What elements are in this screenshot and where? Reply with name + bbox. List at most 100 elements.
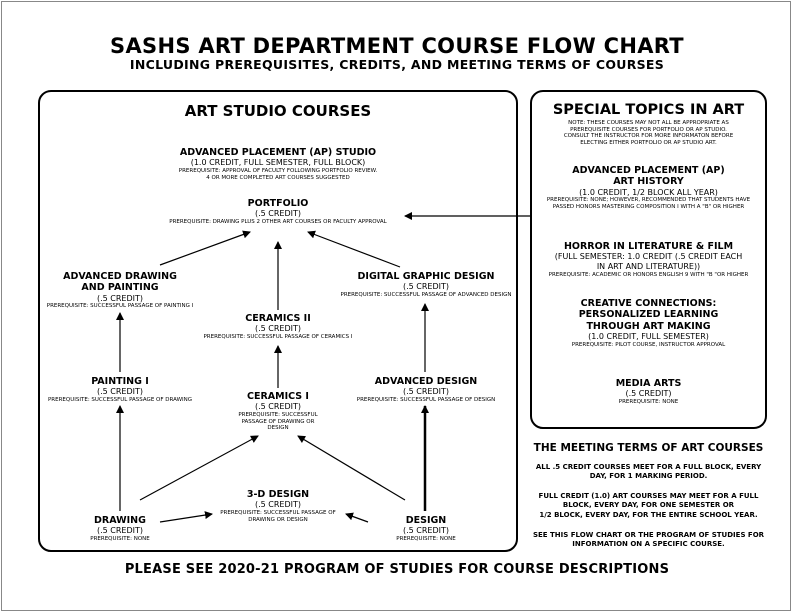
arrow-drawing-to-ceramics (139, 435, 259, 501)
course-ap-art-history: ADVANCED PLACEMENT (AP) ART HISTORY (1.0… (530, 165, 767, 211)
course-name: CREATIVE CONNECTIONS: (580, 298, 717, 309)
arrow-drawing-to-3d-design (159, 511, 213, 523)
note-line: CONSULT THE INSTRUCTOR FOR MORE INFORMAT… (563, 133, 734, 140)
course-name: ADVANCED DRAWING (63, 271, 177, 282)
course-credit: (.5 CREDIT) (254, 402, 302, 412)
term-line: BLOCK, EVERY DAY, FOR ONE SEMESTER OR (562, 501, 735, 510)
arrow-design-to-3d-design (345, 512, 369, 523)
course-prereq: PREREQUISITE: NONE (396, 535, 456, 542)
term-line: SEE THIS FLOW CHART OR THE PROGRAM OF ST… (532, 531, 765, 539)
course-credit: (.5 CREDIT) (96, 387, 144, 397)
course-prereq: PREREQUISITE: SUCCESSFUL PASSAGE OF ADVA… (340, 291, 512, 298)
course-prereq: PREREQUISITE: APPROVAL OF FACULTY FOLLOW… (178, 167, 378, 174)
term-line: FULL CREDIT (1.0) ART COURSES MAY MEET F… (538, 492, 759, 500)
course-name: MEDIA ARTS (615, 378, 682, 389)
course-digital-graphic-design: DIGITAL GRAPHIC DESIGN (.5 CREDIT) PRERE… (336, 271, 516, 299)
course-credit: (.5 CREDIT) (402, 282, 450, 292)
course-name: PAINTING I (91, 376, 149, 387)
meeting-terms-paragraph: FULL CREDIT (1.0) ART COURSES MAY MEET F… (526, 492, 771, 520)
studio-courses-panel (38, 90, 518, 552)
course-name: CERAMICS II (245, 313, 311, 324)
course-credit: (1.0 CREDIT, FULL SEMESTER) (588, 332, 709, 342)
term-line: DAY, FOR 1 MARKING PERIOD. (589, 472, 708, 481)
course-name: THROUGH ART MAKING (586, 320, 711, 332)
course-prereq: PREREQUISITE: NONE (618, 398, 679, 405)
page-subtitle: INCLUDING PREREQUISITES, CREDITS, AND ME… (129, 57, 665, 72)
course-prereq: DRAWING OR DESIGN (248, 516, 308, 523)
course-prereq: PASSED HONORS MASTERING COMPOSITION I WI… (552, 203, 745, 210)
course-credit: (.5 CREDIT) (96, 293, 144, 303)
term-line: INFORMATION ON A SPECIFIC COURSE. (572, 540, 725, 549)
special-heading: SPECIAL TOPICS IN ART (552, 102, 745, 118)
course-prereq: 4 OR MORE COMPLETED ART COURSES SUGGESTE… (206, 174, 350, 181)
course-prereq: PREREQUISITE: ACADEMIC OR HONORS ENGLISH… (548, 271, 749, 278)
course-ceramics-2: CERAMICS II (.5 CREDIT) PREREQUISITE: SU… (188, 313, 368, 341)
course-horror-literature-film: HORROR IN LITERATURE & FILM (FULL SEMEST… (530, 241, 767, 278)
course-creative-connections: CREATIVE CONNECTIONS: PERSONALIZED LEARN… (530, 298, 767, 348)
term-line: ALL .5 CREDIT COURSES MEET FOR A FULL BL… (535, 463, 762, 471)
note-line: PREREQUISITE COURSES FOR PORTFOLIO OR AP… (570, 126, 727, 133)
course-credit: (1.0 CREDIT, 1/2 BLOCK ALL YEAR) (579, 187, 718, 197)
course-credit: (.5 CREDIT) (254, 209, 302, 219)
course-prereq: PREREQUISITE: PILOT COURSE, INSTRUCTOR A… (571, 341, 726, 348)
special-topics-panel (530, 90, 767, 429)
course-name: PERSONALIZED LEARNING (578, 309, 719, 321)
course-credit: (.5 CREDIT) (96, 526, 144, 536)
course-name: ADVANCED PLACEMENT (AP) (572, 165, 725, 176)
course-prereq: PREREQUISITE: SUCCESSFUL PASSAGE OF PAIN… (46, 303, 194, 310)
course-painting-1: PAINTING I (.5 CREDIT) PREREQUISITE: SUC… (40, 376, 200, 404)
course-media-arts: MEDIA ARTS (.5 CREDIT) PREREQUISITE: NON… (530, 378, 767, 406)
footer-note: PLEASE SEE 2020-21 PROGRAM OF STUDIES FO… (124, 562, 670, 577)
course-credit: (1.0 CREDIT, FULL SEMESTER, FULL BLOCK) (190, 158, 366, 168)
course-name: HORROR IN LITERATURE & FILM (563, 241, 734, 252)
meeting-terms-paragraph: ALL .5 CREDIT COURSES MEET FOR A FULL BL… (526, 463, 771, 482)
note-line: ELECTING EITHER PORTFOLIO OR AP STUDIO A… (580, 139, 717, 146)
arrow-digital-to-portfolio (307, 230, 401, 268)
course-prereq: PREREQUISITE: NONE; HOWEVER, RECOMMENDED… (546, 197, 751, 204)
course-prereq: PREREQUISITE: NONE (90, 535, 150, 542)
course-name: CERAMICS I (247, 391, 309, 402)
course-ap-studio: ADVANCED PLACEMENT (AP) STUDIO (1.0 CRED… (128, 147, 428, 181)
course-prereq: PREREQUISITE: SUCCESSFUL PASSAGE OF DESI… (356, 396, 496, 403)
course-advanced-design: ADVANCED DESIGN (.5 CREDIT) PREREQUISITE… (346, 376, 506, 404)
page-title: SASHS ART DEPARTMENT COURSE FLOW CHART (110, 34, 684, 58)
course-name: AND PAINTING (81, 282, 159, 294)
course-prereq: DESIGN (267, 425, 289, 432)
course-name: PORTFOLIO (247, 198, 309, 209)
course-name: ADVANCED DESIGN (374, 376, 478, 387)
course-ceramics-1: CERAMICS I (.5 CREDIT) PREREQUISITE: SUC… (218, 391, 338, 432)
special-note: NOTE: THESE COURSES MAY NOT ALL BE APPRO… (530, 120, 767, 146)
course-name: ART HISTORY (613, 176, 684, 188)
course-prereq: PREREQUISITE: SUCCESSFUL PASSAGE OF (220, 509, 336, 516)
course-advanced-drawing: ADVANCED DRAWING AND PAINTING (.5 CREDIT… (40, 271, 200, 310)
course-portfolio: PORTFOLIO (.5 CREDIT) PREREQUISITE: DRAW… (128, 198, 428, 226)
course-prereq: PASSAGE OF DRAWING OR (241, 418, 315, 425)
arrow-advanced-drawing-to-portfolio (159, 230, 251, 266)
course-name: ADVANCED PLACEMENT (AP) STUDIO (179, 147, 377, 158)
note-line: NOTE: THESE COURSES MAY NOT ALL BE APPRO… (568, 120, 729, 126)
course-prereq: PREREQUISITE: SUCCESSFUL PASSAGE OF CERA… (203, 333, 353, 340)
course-credit: (.5 CREDIT) (254, 500, 302, 510)
term-line: 1/2 BLOCK, EVERY DAY, FOR THE ENTIRE SCH… (539, 510, 758, 519)
meeting-terms-heading: THE MEETING TERMS OF ART COURSES (533, 442, 764, 454)
course-design: DESIGN (.5 CREDIT) PREREQUISITE: NONE (376, 515, 476, 543)
course-credit: IN ART AND LITERATURE)) (596, 261, 701, 271)
course-credit: (.5 CREDIT) (402, 526, 450, 536)
course-prereq: PREREQUISITE: SUCCESSFUL (238, 411, 318, 418)
course-credit: (.5 CREDIT) (625, 389, 672, 399)
course-credit: (.5 CREDIT) (402, 387, 450, 397)
meeting-terms-paragraph: SEE THIS FLOW CHART OR THE PROGRAM OF ST… (526, 531, 771, 550)
course-name: DESIGN (405, 515, 447, 526)
course-name: DIGITAL GRAPHIC DESIGN (357, 271, 495, 282)
course-3d-design: 3-D DESIGN (.5 CREDIT) PREREQUISITE: SUC… (208, 489, 348, 523)
course-name: 3-D DESIGN (246, 489, 310, 500)
course-credit: (FULL SEMESTER: 1.0 CREDIT (.5 CREDIT EA… (554, 252, 743, 262)
studio-heading: ART STUDIO COURSES (184, 102, 372, 120)
course-prereq: PREREQUISITE: SUCCESSFUL PASSAGE OF DRAW… (47, 396, 193, 403)
course-credit: (.5 CREDIT) (254, 324, 302, 334)
course-drawing: DRAWING (.5 CREDIT) PREREQUISITE: NONE (70, 515, 170, 543)
arrow-design-to-ceramics (297, 435, 406, 501)
course-name: DRAWING (94, 515, 146, 526)
